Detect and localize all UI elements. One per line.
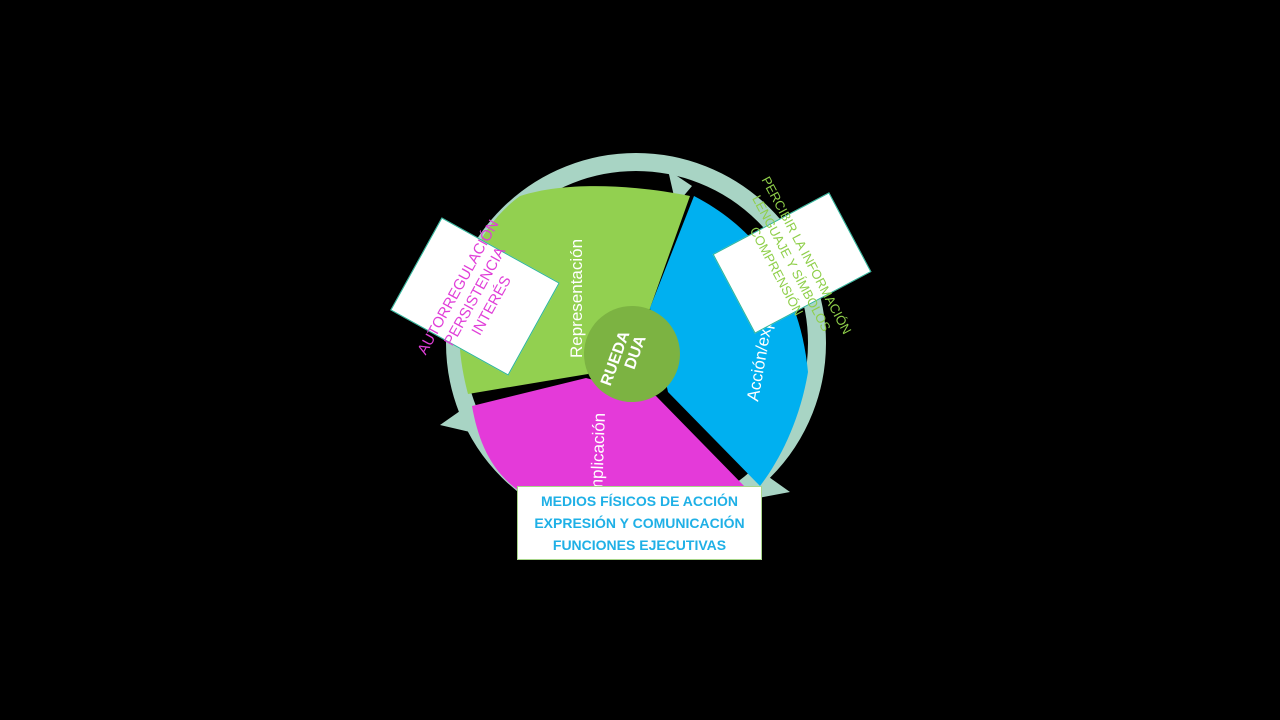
label-representacion: Representación	[567, 239, 586, 358]
hub-circle	[584, 306, 680, 402]
callout-bottom-line-2: EXPRESIÓN Y COMUNICACIÓN	[534, 515, 745, 531]
label-implicacion: Implicación	[587, 412, 609, 498]
callout-bottom-line-1: MEDIOS FÍSICOS DE ACCIÓN	[540, 493, 739, 509]
callout-accion-expresion: MEDIOS FÍSICOS DE ACCIÓN EXPRESIÓN Y COM…	[517, 486, 762, 560]
ring-arrow-left	[440, 404, 470, 432]
segment-implicacion	[472, 378, 748, 490]
callout-bottom-line-3: FUNCIONES EJECUTIVAS	[552, 537, 727, 553]
